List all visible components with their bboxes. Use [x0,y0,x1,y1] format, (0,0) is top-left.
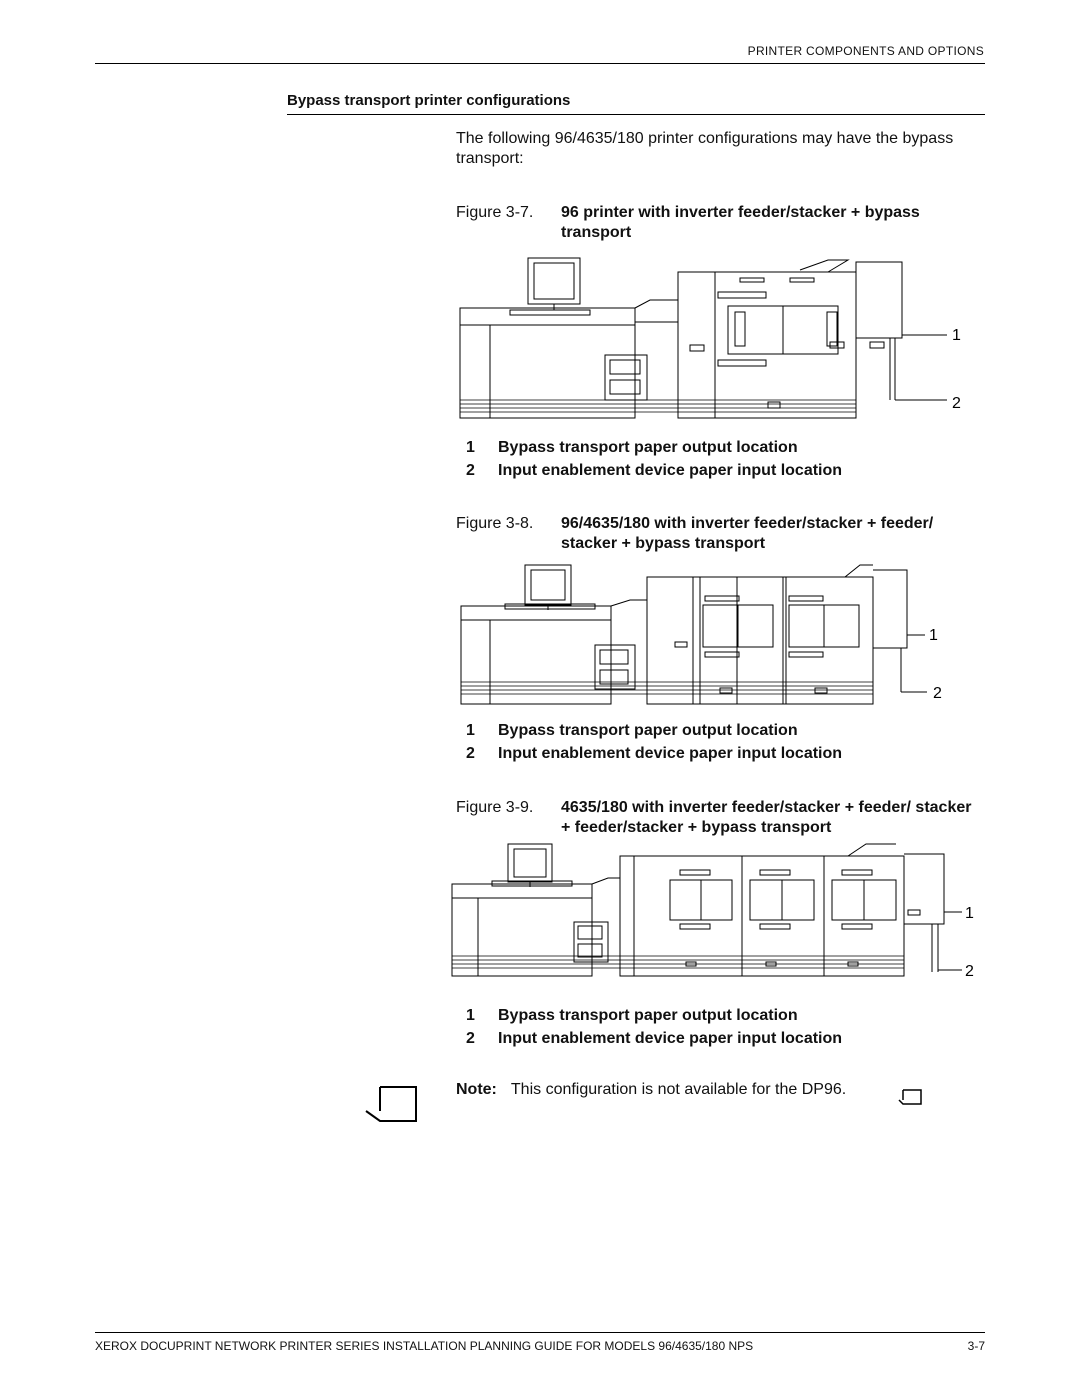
figure-3-8-caption: Figure 3-8. 96/4635/180 with inverter fe… [456,514,986,554]
figure-3-8-illustration: 1 2 [460,564,942,705]
note-end-icon [898,1089,922,1105]
figure-number: Figure 3-9. [456,799,534,816]
printer-body [460,605,612,705]
footer: XEROX DOCUPRINT NETWORK PRINTER SERIES I… [95,1339,985,1353]
feeder-stacker-module-1 [619,855,743,977]
callout-2: 2 [952,395,961,412]
callout-1: 1 [929,627,938,644]
callout-2: 2 [965,963,974,980]
intro-paragraph: The following 96/4635/180 printer config… [456,130,954,167]
figure-3-7-caption: Figure 3-7. 96 printer with inverter fee… [456,203,986,243]
feeder-stacker-module-1 [646,576,738,705]
note-icon [365,1086,417,1122]
figure-number: Figure 3-8. [456,515,534,532]
note-label: Note: [456,1081,497,1098]
page-number: 3-7 [967,1339,985,1353]
monitor-icon [507,843,553,883]
printer-body [451,883,593,977]
callout-1: 1 [952,327,961,344]
feeder-stacker-module-2 [782,576,874,705]
figure-title: 96 printer with inverter feeder/stacker … [561,204,920,241]
figure-title: 96/4635/180 with inverter feeder/stacker… [561,515,934,552]
monitor-icon [524,564,572,606]
figure-title: 4635/180 with inverter feeder/stacker + … [561,799,972,836]
figure-3-7-illustration: 1 2 [459,257,961,419]
feeder-stacker-module [677,271,857,419]
monitor-icon [527,257,581,305]
note-text: This configuration is not available for … [510,1081,847,1098]
section-title: Bypass transport printer configurations [287,92,571,109]
callout-2: 2 [933,685,942,702]
printer-body [459,307,636,419]
figure-number: Figure 3-7. [456,204,534,221]
section-rule [287,114,985,115]
footer-text: XEROX DOCUPRINT NETWORK PRINTER SERIES I… [95,1339,754,1353]
running-header: PRINTER COMPONENTS AND OPTIONS [747,44,984,58]
note: Note: This configuration is not available… [456,1081,846,1099]
header-rule [95,63,985,64]
callout-1: 1 [965,905,974,922]
figure-3-9-caption: Figure 3-9. 4635/180 with inverter feede… [456,798,986,838]
feeder-stacker-module-3 [823,855,905,977]
footer-rule [95,1332,985,1333]
figure-3-9-illustration: 1 2 [451,843,974,980]
feeder-stacker-module-2 [741,855,825,977]
